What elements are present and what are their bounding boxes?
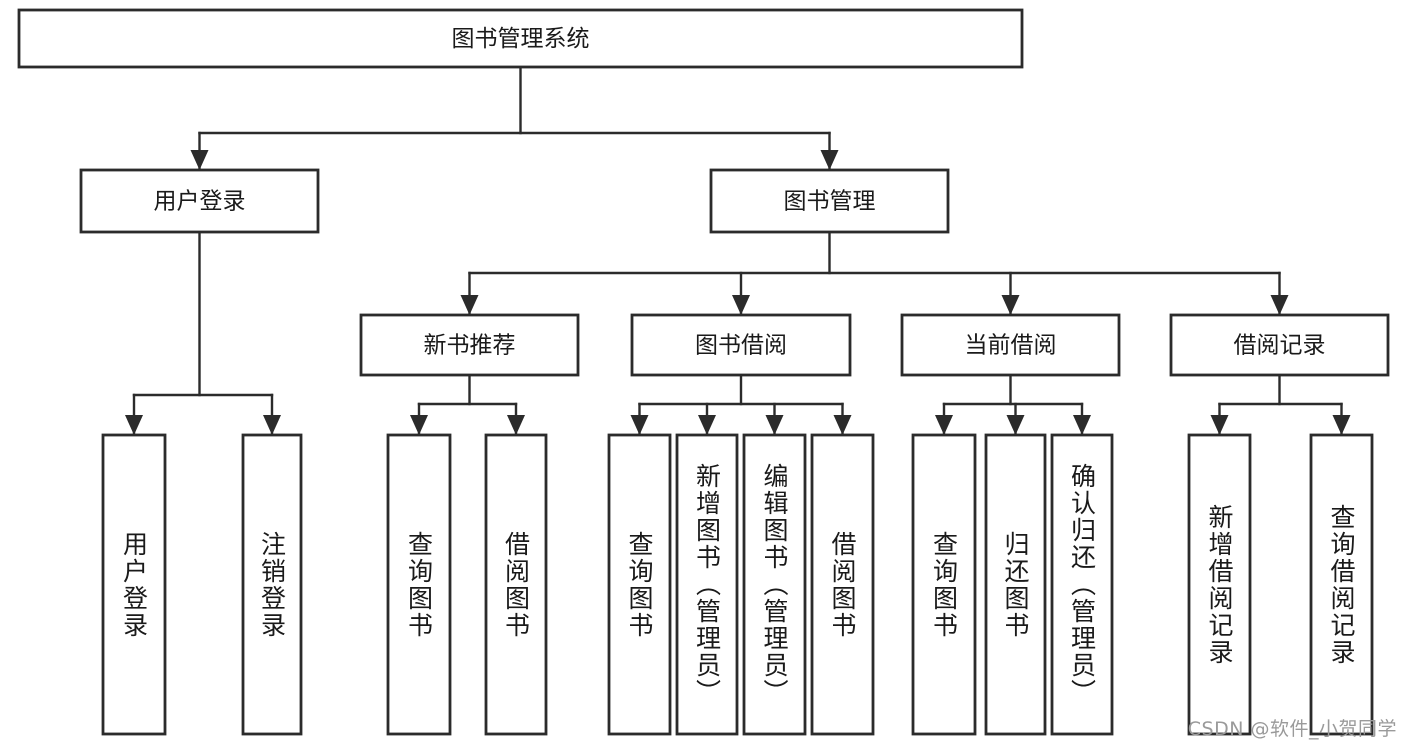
node-leaf-6[interactable] bbox=[742, 433, 807, 736]
node-level2-3[interactable] bbox=[1169, 313, 1390, 377]
arrow-head-icon bbox=[460, 295, 479, 315]
node-leaf-8[interactable] bbox=[911, 433, 977, 736]
arrow-head-icon bbox=[1073, 415, 1091, 435]
arrow-head-icon bbox=[190, 150, 209, 170]
node-level2-label-1: 图书借阅 bbox=[695, 333, 787, 359]
node-level2-label-2: 当前借阅 bbox=[965, 333, 1057, 359]
node-leaf-1[interactable] bbox=[241, 433, 303, 736]
arrow-head-icon bbox=[125, 415, 143, 435]
node-level1-label-0: 用户登录 bbox=[154, 189, 246, 215]
node-leaf-5[interactable] bbox=[675, 433, 739, 736]
arrow-head-icon bbox=[1270, 295, 1289, 315]
arrow-head-icon bbox=[630, 415, 649, 435]
arrow-head-icon bbox=[1006, 415, 1025, 435]
arrow-head-icon bbox=[765, 415, 784, 435]
node-level1-1[interactable] bbox=[709, 168, 950, 234]
node-level2-1[interactable] bbox=[630, 313, 852, 377]
node-level2-label-0: 新书推荐 bbox=[424, 333, 516, 359]
node-leaf-10[interactable] bbox=[1050, 433, 1114, 736]
node-level2-0[interactable] bbox=[359, 313, 580, 377]
arrow-head-icon bbox=[507, 415, 525, 435]
node-root-图书管理系统[interactable] bbox=[17, 8, 1024, 69]
node-leaf-3[interactable] bbox=[484, 433, 548, 736]
node-level1-0[interactable] bbox=[79, 168, 320, 234]
node-level2-label-3: 借阅记录 bbox=[1234, 333, 1326, 359]
node-leaf-4[interactable] bbox=[607, 433, 672, 736]
node-leaf-0[interactable] bbox=[101, 433, 167, 736]
node-leaf-9[interactable] bbox=[984, 433, 1047, 736]
node-level1-label-1: 图书管理 bbox=[784, 189, 876, 215]
watermark-text: CSDN @软件_小贺同学 bbox=[1187, 718, 1397, 740]
arrow-head-icon bbox=[1332, 415, 1351, 435]
connector-layer bbox=[125, 65, 1351, 436]
arrow-head-icon bbox=[820, 150, 839, 170]
node-leaf-11[interactable] bbox=[1187, 433, 1252, 736]
arrow-head-icon bbox=[410, 415, 428, 435]
arrow-head-icon bbox=[833, 415, 852, 435]
node-root-label: 图书管理系统 bbox=[452, 26, 590, 52]
arrow-head-icon bbox=[732, 295, 750, 315]
arrow-head-icon bbox=[1001, 295, 1020, 315]
node-leaf-12[interactable] bbox=[1309, 433, 1374, 736]
arrow-head-icon bbox=[263, 415, 281, 435]
node-leaf-7[interactable] bbox=[810, 433, 875, 736]
node-leaf-2[interactable] bbox=[386, 433, 452, 736]
node-level2-2[interactable] bbox=[900, 313, 1121, 377]
arrow-head-icon bbox=[1210, 415, 1229, 435]
arrow-head-icon bbox=[935, 415, 953, 435]
arrow-head-icon bbox=[698, 415, 716, 435]
